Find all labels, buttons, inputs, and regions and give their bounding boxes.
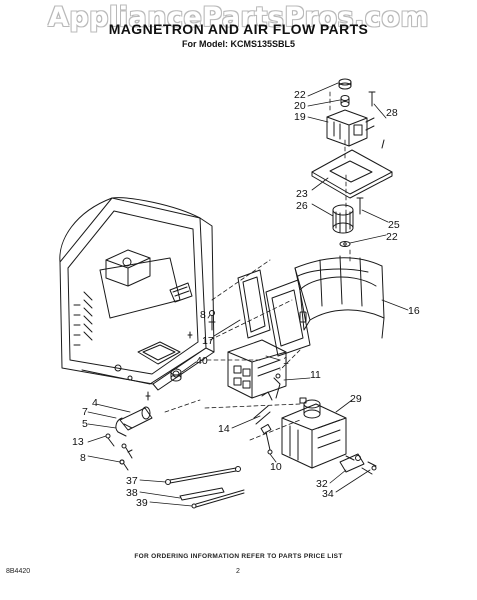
callout-label: 16: [408, 305, 420, 317]
grommet-40: [170, 368, 182, 382]
diagram-code: 8B4420: [6, 568, 31, 575]
callout-label: 22: [294, 89, 306, 101]
callout-label: 8: [200, 309, 206, 321]
gasket-frame: [237, 269, 271, 339]
thermal-cutout-assembly: [105, 406, 153, 471]
diagram-title: MAGNETRON AND AIR FLOW PARTS: [108, 21, 369, 37]
magnetron: [281, 397, 355, 469]
watermark-text: AppliancePartsPros.com: [47, 2, 430, 33]
callout-label: 8: [80, 452, 86, 464]
callout-label: 25: [388, 219, 400, 231]
assembly-guide-lines: [164, 91, 351, 441]
callout-label: 1: [283, 355, 289, 367]
callout-label: 32: [316, 478, 328, 490]
leader-lines: [87, 82, 409, 507]
callout-label: 17: [202, 335, 214, 347]
wire-harness: [165, 466, 245, 509]
callout-label: 23: [296, 188, 308, 200]
callout-labels: 22 20 19 28 23 26 25 22 16 8 17 1 40 11 …: [72, 89, 420, 509]
fan-motor-assembly: [311, 78, 393, 247]
callout-label: 19: [294, 111, 306, 123]
thermal-sensor: [339, 453, 377, 475]
page-number: 2: [236, 568, 240, 575]
callout-label: 5: [82, 418, 88, 430]
callout-label: 11: [310, 369, 321, 381]
screw-8-lower: [119, 459, 125, 465]
ordering-note: FOR ORDERING INFORMATION REFER TO PARTS …: [134, 553, 343, 560]
callout-label: 20: [294, 100, 306, 112]
callout-label: 39: [136, 497, 148, 509]
callout-label: 7: [82, 406, 88, 418]
callout-label: 10: [270, 461, 282, 473]
callout-label: 38: [126, 487, 138, 499]
callout-label: 29: [350, 393, 362, 405]
callout-label: 13: [72, 436, 84, 448]
model-label: For Model: KCMS135SBL5: [181, 39, 295, 49]
callout-label: 4: [92, 397, 98, 409]
diode-and-fuse: [253, 373, 281, 455]
callout-label: 14: [218, 423, 230, 435]
screw-8-upper: [208, 310, 216, 331]
callout-label: 34: [322, 488, 334, 500]
callout-label: 28: [386, 107, 398, 119]
callout-label: 26: [296, 200, 308, 212]
callout-label: 40: [196, 355, 208, 367]
cabinet-assembly: [59, 197, 215, 401]
transformer: [227, 339, 287, 399]
callout-label: 22: [386, 231, 398, 243]
air-duct: [265, 255, 385, 357]
callout-label: 37: [126, 475, 138, 487]
